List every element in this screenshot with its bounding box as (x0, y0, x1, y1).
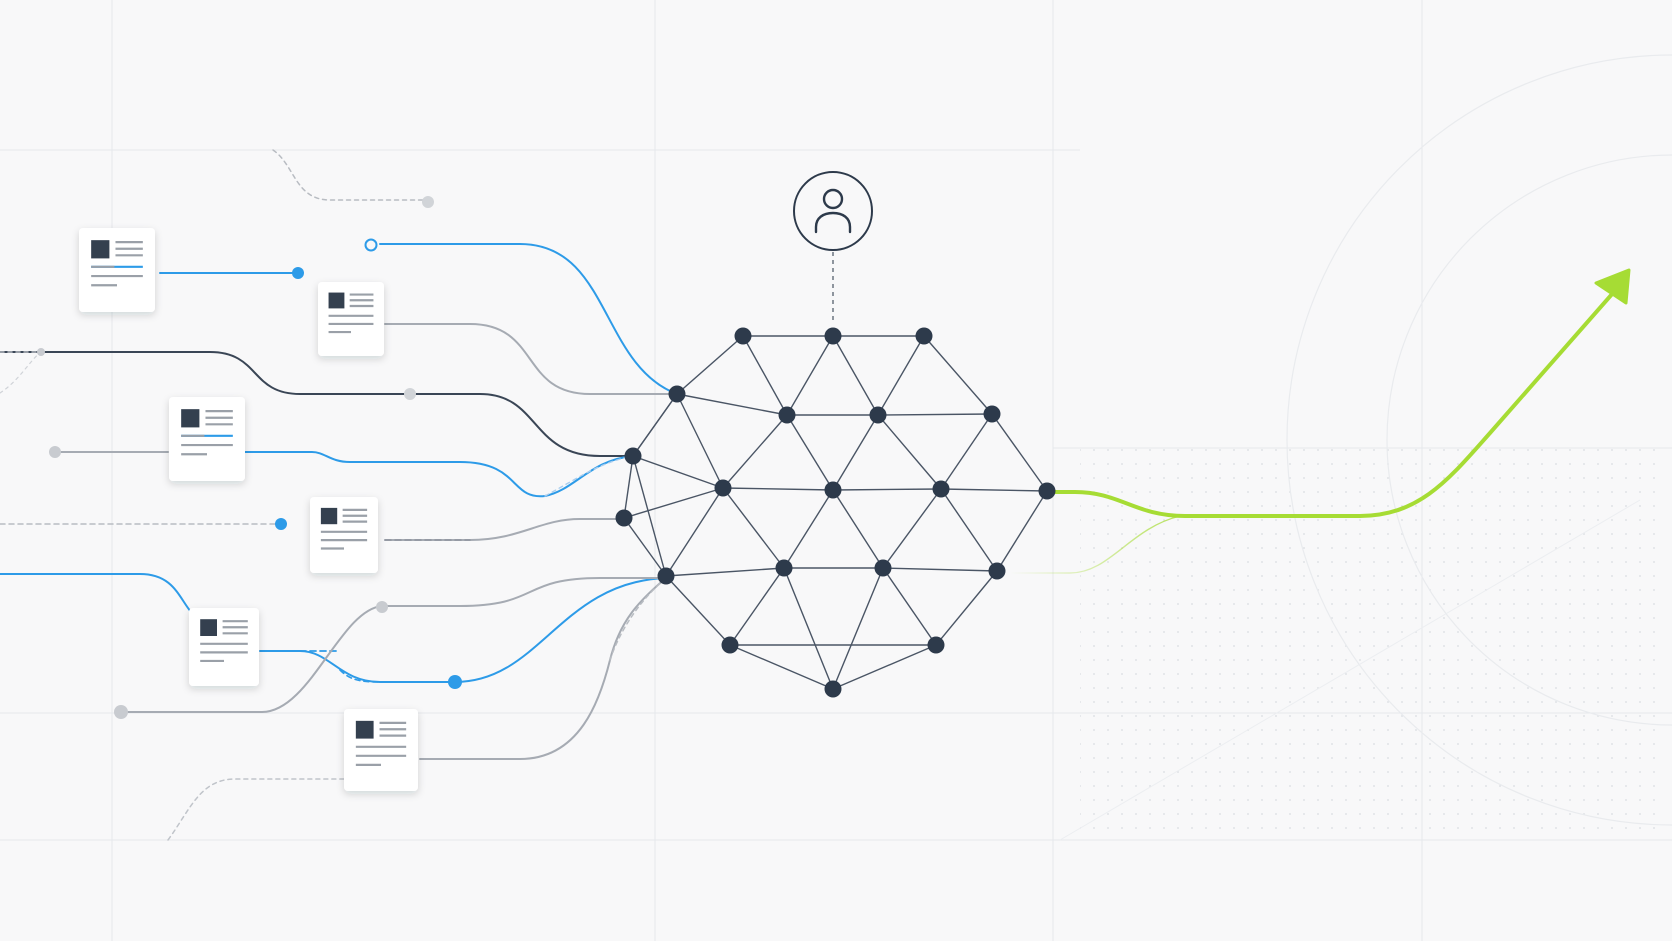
network-edge (832, 414, 879, 491)
network-edge (923, 335, 993, 415)
network-edge (665, 487, 724, 577)
network-node (624, 447, 642, 465)
network-node (824, 481, 842, 499)
network-edge (882, 567, 998, 572)
document-icon (344, 709, 418, 791)
growth-arrow-icon (1594, 268, 1631, 305)
endpoint-dot (376, 601, 388, 613)
network-edge (722, 487, 785, 569)
network-node (668, 385, 686, 403)
background-decoration (1059, 54, 1672, 841)
network-node (721, 636, 739, 654)
endpoint-dot (422, 196, 434, 208)
network-edge (786, 414, 834, 491)
network-edge (783, 489, 834, 569)
network-edge (665, 575, 731, 646)
network-edges (623, 335, 1048, 690)
endpoint-dot (292, 267, 304, 279)
network-edge (832, 488, 942, 491)
network-edge (722, 487, 834, 491)
network-edge (935, 570, 998, 646)
network-edge (632, 393, 678, 457)
network-node (775, 559, 793, 577)
network-edge (940, 413, 993, 490)
network-edge (623, 517, 667, 577)
network-edge (676, 335, 744, 395)
network-node (734, 327, 752, 345)
endpoint-dot (114, 705, 128, 719)
network-edge (742, 335, 788, 416)
endpoint-dot (404, 388, 416, 400)
network-edge (729, 644, 834, 690)
network-edge (783, 567, 834, 690)
network-node (824, 680, 842, 698)
network-edge (722, 414, 788, 489)
network-node (927, 636, 945, 654)
network-edge (832, 644, 937, 690)
network-node (657, 567, 675, 585)
user-icon (793, 171, 873, 322)
network-node (778, 406, 796, 424)
network-edge (632, 455, 724, 489)
network-edge (729, 567, 785, 646)
network-edge (786, 335, 834, 416)
input-connections (0, 149, 678, 841)
endpoint-dot (448, 675, 462, 689)
network-node (988, 562, 1006, 580)
network-edge (940, 488, 1048, 492)
network-node (869, 406, 887, 424)
network-edge (623, 487, 724, 519)
document-cards (79, 228, 418, 791)
network-node (932, 480, 950, 498)
document-icon (318, 282, 384, 356)
network-edge (676, 393, 788, 416)
network-edge (877, 414, 942, 490)
network-edge (623, 455, 634, 519)
network-edge (991, 413, 1048, 492)
input-endpoints (37, 196, 462, 719)
document-icon (310, 497, 378, 573)
network-node (824, 327, 842, 345)
network-edge (665, 567, 785, 577)
document-icon (79, 228, 155, 312)
network-node (983, 405, 1001, 423)
network-node (915, 327, 933, 345)
network-node (714, 479, 732, 497)
network-edge (877, 335, 925, 416)
network-node (874, 559, 892, 577)
endpoint-dot (275, 518, 287, 530)
output-growth-line (1009, 268, 1631, 574)
network-edge (832, 335, 879, 416)
network-edge (832, 489, 884, 569)
endpoint-dot (364, 238, 378, 252)
endpoint-dot (37, 348, 45, 356)
network-edge (832, 567, 884, 690)
network-node (1038, 482, 1056, 500)
network-edge (882, 488, 942, 569)
network-edge (632, 455, 667, 577)
document-icon (169, 397, 245, 481)
document-icon (189, 608, 259, 686)
network-edge (882, 567, 937, 646)
network-edge (676, 393, 724, 489)
network-edge (996, 490, 1048, 572)
network-edge (940, 488, 998, 572)
endpoint-dot (49, 446, 61, 458)
network-node (615, 509, 633, 527)
network-edge (877, 413, 993, 416)
network-nodes (615, 327, 1056, 698)
